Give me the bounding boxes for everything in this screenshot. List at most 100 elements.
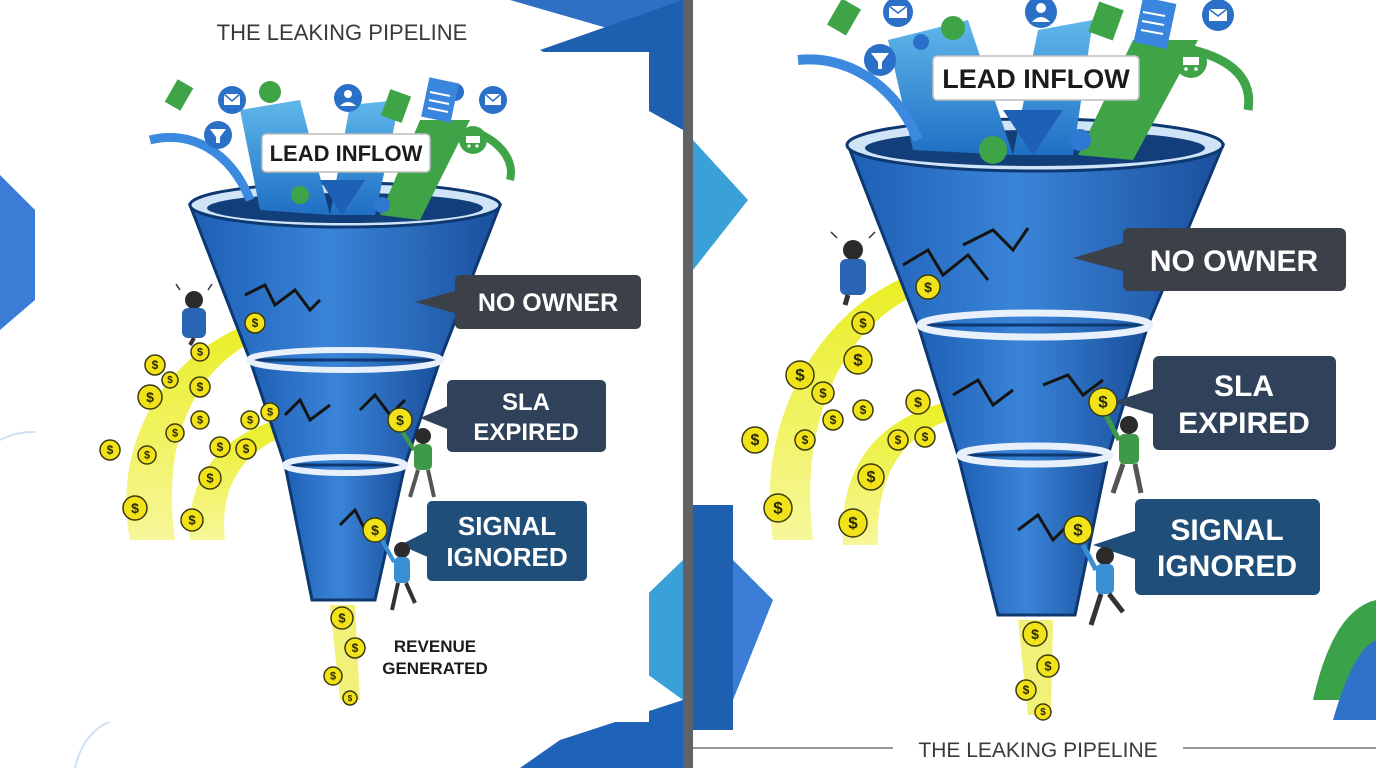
pushing-person-figure [1100,408,1144,494]
lead-inflow-label: LEAD INFLOW [261,133,431,173]
left-illustration: THE LEAKING PIPELINE [0,0,683,768]
svg-text:$: $ [197,347,203,359]
svg-text:$: $ [848,514,858,533]
svg-text:$: $ [330,671,336,683]
envelope-icon [218,86,246,114]
lead-inflow-text: LEAD INFLOW [270,141,423,166]
coin-icon: $ [794,429,816,451]
envelope-icon-2 [479,86,507,114]
svg-text:$: $ [1073,521,1083,540]
svg-text:$: $ [247,415,253,427]
panel-left: THE LEAKING PIPELINE [0,0,683,768]
signal-ignored-callout: SIGNAL IGNORED [400,501,587,581]
coin-icon: $ [198,466,222,490]
svg-text:$: $ [802,433,809,447]
no-owner-callout: NO OWNER [1073,228,1346,291]
coin-icon: $ [741,426,769,454]
bottom-bar [693,730,1376,768]
svg-text:$: $ [1023,683,1030,697]
coin-icon: $ [852,399,874,421]
page-title: THE LEAKING PIPELINE [918,739,1157,762]
svg-text:$: $ [243,442,250,456]
no-owner-text: NO OWNER [478,289,618,317]
coin-icon: $ [905,389,931,415]
svg-text:$: $ [853,351,863,370]
coin-icon: $ [838,508,868,538]
envelope-icon [883,0,913,27]
svg-text:$: $ [167,375,173,386]
sla-expired-callout: SLA EXPIRED [1113,356,1336,450]
coin-icon: $ [137,384,163,410]
coin-icon: $ [165,423,185,443]
no-owner-callout: NO OWNER [415,275,641,329]
svg-text:$: $ [1031,626,1039,642]
revenue-line2: GENERATED [382,659,487,678]
coin-icon: $ [190,342,210,362]
svg-text:$: $ [172,428,178,440]
coin-icon: $ [387,407,413,433]
coin-icon: $ [122,495,148,521]
svg-text:$: $ [371,522,379,538]
worried-person-figure [830,231,876,306]
coin-icon: $ [1034,703,1052,721]
coin-icon: $ [342,690,358,706]
svg-text:$: $ [924,279,932,295]
svg-text:$: $ [188,512,196,527]
svg-text:$: $ [338,610,346,625]
coin-icon: $ [180,508,204,532]
svg-text:$: $ [1040,707,1046,718]
coin-icon: $ [190,410,210,430]
sla-line1: SLA [502,389,550,416]
sla-line2: EXPIRED [473,419,578,446]
svg-text:$: $ [795,366,805,385]
coin-icon: $ [189,376,211,398]
svg-text:$: $ [197,380,204,394]
coin-icon: $ [1088,387,1118,417]
coin-icon: $ [362,517,388,543]
signal-line1: SIGNAL [1170,514,1283,547]
svg-text:$: $ [267,407,273,419]
coin-icon: $ [914,426,936,448]
coin-icon: $ [857,463,885,491]
envelope-icon-2 [1202,0,1234,31]
page-title: THE LEAKING PIPELINE [217,20,468,45]
svg-text:$: $ [252,316,259,330]
user-icon [334,84,362,112]
cart-icon [459,126,487,154]
svg-text:$: $ [751,432,760,449]
reaching-person-figure [380,539,417,611]
panel-divider [683,0,693,768]
coin-icon: $ [1036,654,1060,678]
svg-text:$: $ [773,499,783,518]
svg-text:$: $ [867,469,876,486]
reaching-person-figure [1080,543,1125,626]
coin-icon: $ [887,429,909,451]
coin-icon: $ [209,436,231,458]
svg-text:$: $ [922,430,929,444]
document-icon [421,77,459,123]
coin-icon: $ [260,402,280,422]
coin-icon: $ [811,381,835,405]
coin-icon: $ [1022,621,1048,647]
no-owner-text: NO OWNER [1150,245,1319,278]
svg-text:$: $ [152,358,159,372]
coin-icon: $ [99,439,121,461]
svg-text:$: $ [819,385,827,400]
svg-text:$: $ [914,394,922,410]
signal-ignored-callout: SIGNAL IGNORED [1093,499,1320,595]
svg-text:$: $ [352,641,359,655]
svg-text:$: $ [860,403,867,417]
coin-icon: $ [915,274,941,300]
svg-text:$: $ [144,450,150,462]
filter-icon [864,44,896,76]
coin-icon: $ [137,445,157,465]
coin-icon: $ [244,312,266,334]
right-illustration: THE LEAKING PIPELINE [693,0,1376,768]
user-icon [1025,0,1057,28]
coin-icon: $ [323,666,343,686]
coin-icon: $ [1015,679,1037,701]
coin-icon: $ [161,371,179,389]
svg-text:$: $ [348,694,353,703]
coin-icon: $ [344,637,366,659]
coin-icon: $ [851,311,875,335]
